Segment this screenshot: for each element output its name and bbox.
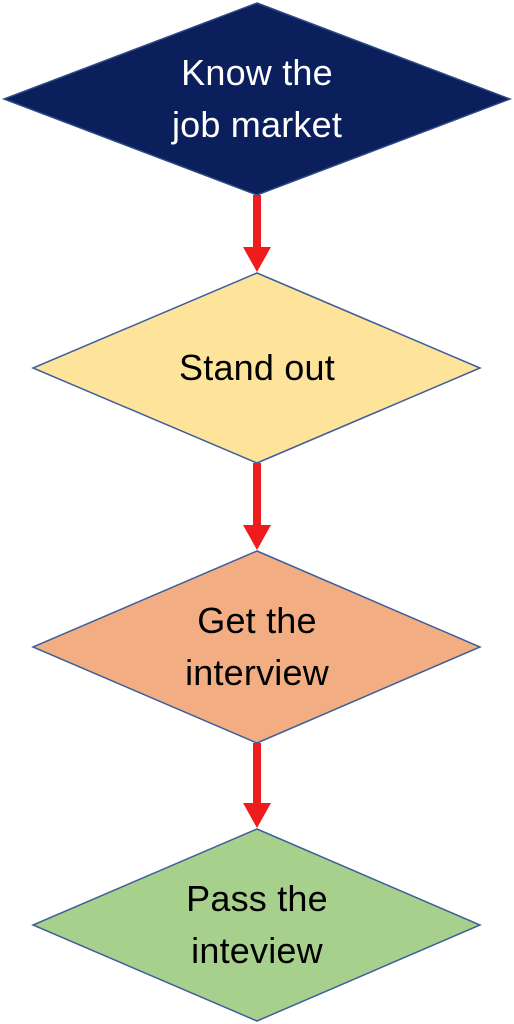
decision-pass-interview	[31, 828, 482, 1022]
label-line: Stand out	[179, 347, 335, 388]
label-line: Pass the	[186, 878, 328, 919]
decision-know-job-market-label: Know the job market	[107, 47, 407, 151]
decision-pass-interview-label: Pass the inteview	[107, 873, 407, 977]
decision-stand-out-label: Stand out	[107, 342, 407, 394]
arrow-3-to-4	[243, 743, 271, 828]
label-line: job market	[171, 104, 343, 145]
decision-get-interview-label: Get the interview	[107, 595, 407, 699]
label-line: inteview	[191, 930, 323, 971]
label-line: Get the	[197, 600, 317, 641]
arrow-1-to-2	[243, 195, 271, 272]
arrow-2-to-3	[243, 463, 271, 550]
label-line: Know the	[181, 52, 333, 93]
label-line: interview	[185, 652, 329, 693]
